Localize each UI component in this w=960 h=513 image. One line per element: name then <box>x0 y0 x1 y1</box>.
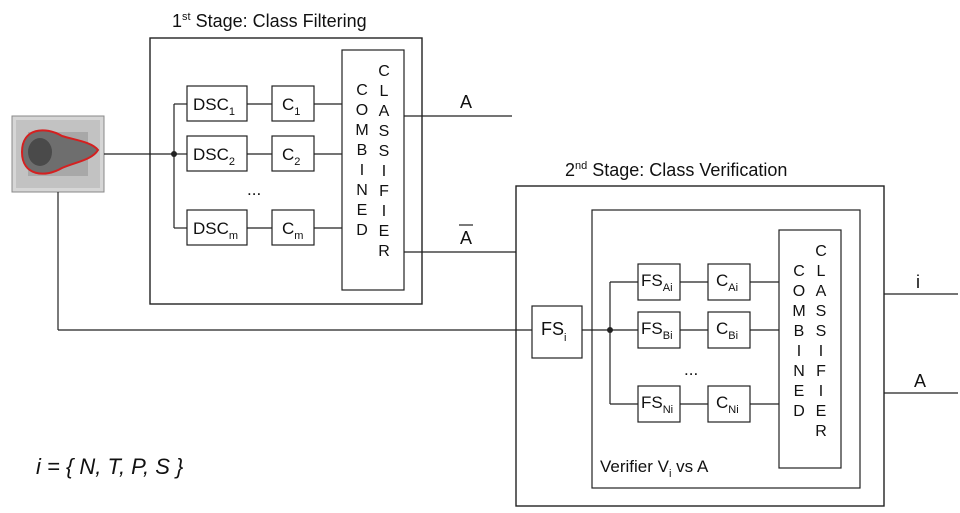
classifier-box-ni: CNi <box>707 385 751 423</box>
stage1-output-a-label: A <box>460 92 472 112</box>
stage2-title: 2nd Stage: Class Verification <box>565 160 787 180</box>
stage2-combined-classifier-box <box>778 229 842 469</box>
svg-text:CNi: CNi <box>716 393 739 416</box>
fs-box-ai: FSAi <box>637 263 681 301</box>
verifier-label: Verifier Vi vs A <box>600 457 709 480</box>
svg-text:DSC2: DSC2 <box>193 145 235 168</box>
svg-text:C1: C1 <box>282 95 300 118</box>
stage2-output-a-label: A <box>914 371 926 391</box>
svg-text:CAi: CAi <box>716 271 738 294</box>
svg-text:CBi: CBi <box>716 319 738 342</box>
fs-box-bi: FSBi <box>637 311 681 349</box>
svg-text:C2: C2 <box>282 145 300 168</box>
svg-text:FSNi: FSNi <box>641 393 673 416</box>
svg-text:FSAi: FSAi <box>641 271 673 294</box>
stage1-output-abar-label: A <box>460 228 472 248</box>
svg-text:FSBi: FSBi <box>641 319 673 342</box>
stage1-combined-classifier-box <box>341 49 405 291</box>
stage1-title: 1st Stage: Class Filtering <box>172 11 367 31</box>
fs-input-box: FSi <box>531 305 583 359</box>
stage2-output-i-label: i <box>916 272 920 292</box>
dsc-box-2: DSC2 <box>186 135 248 172</box>
class-set-formula: i = { N, T, P, S } <box>36 454 184 479</box>
svg-text:FSi: FSi <box>541 319 566 344</box>
input-image-thumbnail <box>11 115 105 193</box>
dsc-box-m: DSCm <box>186 209 248 246</box>
dsc-box-1: DSC1 <box>186 85 248 122</box>
classifier-box-1: C1 <box>271 85 315 122</box>
fs-box-ni: FSNi <box>637 385 681 423</box>
classifier-box-2: C2 <box>271 135 315 172</box>
svg-text:DSC1: DSC1 <box>193 95 235 118</box>
classifier-box-bi: CBi <box>707 311 751 349</box>
svg-text:DSCm: DSCm <box>193 219 238 242</box>
stage1-ellipsis: ... <box>247 180 261 199</box>
classifier-box-ai: CAi <box>707 263 751 301</box>
stage2-ellipsis: ... <box>684 360 698 379</box>
classifier-box-m: Cm <box>271 209 315 246</box>
svg-text:Cm: Cm <box>282 219 303 242</box>
